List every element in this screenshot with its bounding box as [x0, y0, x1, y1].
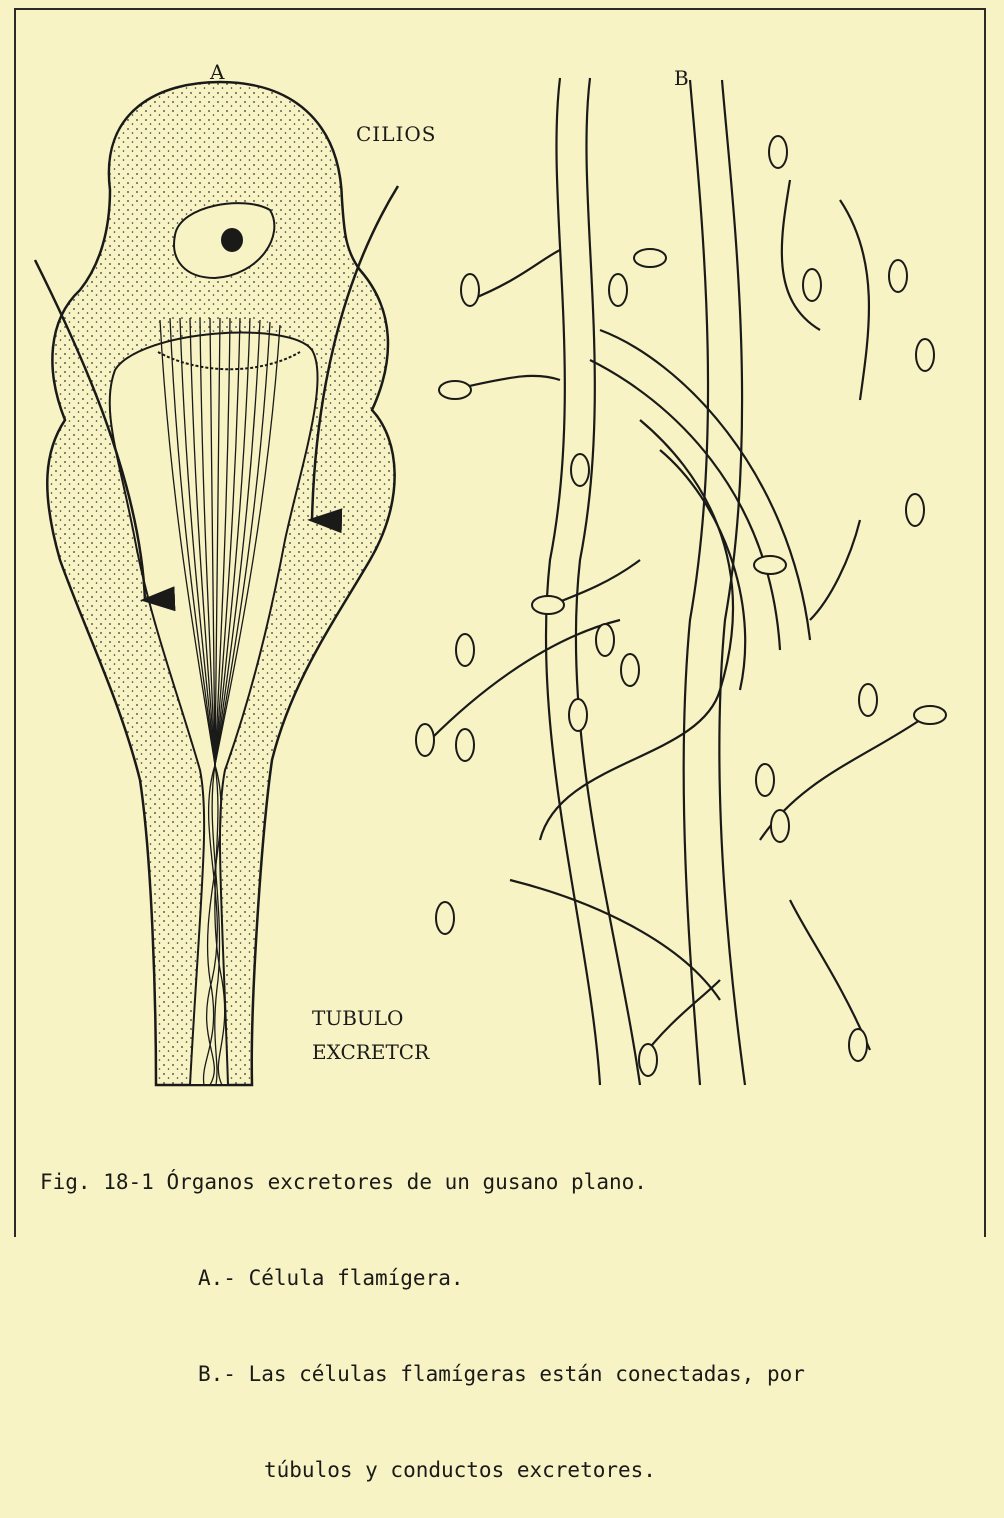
- caption-line-b2: túbulos y conductos excretores.: [40, 1454, 805, 1486]
- caption-line-a: A.- Célula flamígera.: [40, 1262, 805, 1294]
- panel-b-label: B: [674, 66, 690, 90]
- tubule-label-line1: TUBULO: [312, 1006, 403, 1030]
- panel-a-label: A: [210, 60, 225, 84]
- flame-cell-diagram: [0, 0, 1004, 1237]
- figure-caption: Fig. 18-1 Órganos excretores de un gusan…: [40, 1102, 805, 1518]
- tubule-network: [430, 78, 920, 1085]
- cilia-label: CILIOS: [356, 122, 436, 146]
- tubule-label-line2: EXCRETCR: [312, 1040, 429, 1064]
- caption-line-b1: B.- Las células flamígeras están conecta…: [40, 1358, 805, 1390]
- figure-title: Órganos excretores de un gusano plano.: [166, 1170, 646, 1194]
- figure-number: Fig. 18-1: [40, 1170, 154, 1194]
